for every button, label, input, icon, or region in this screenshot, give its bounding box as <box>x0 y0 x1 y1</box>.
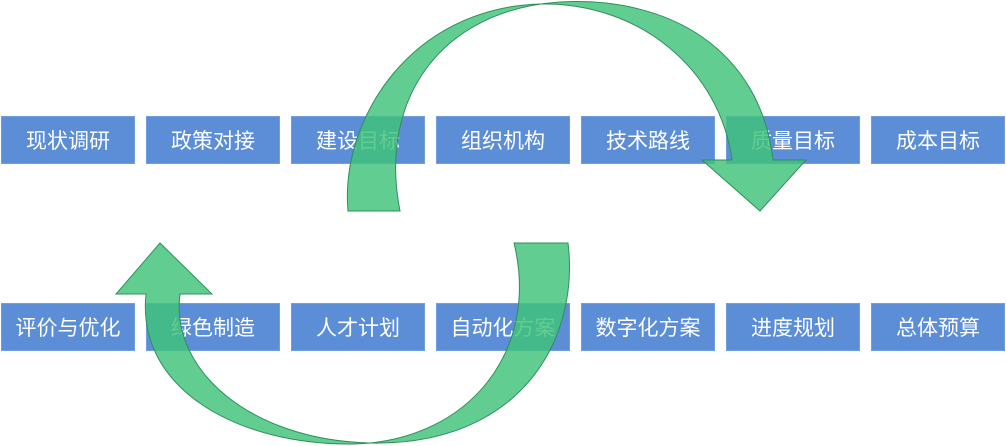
step-box: 质量目标 <box>726 116 860 164</box>
step-box: 建设目标 <box>291 116 425 164</box>
step-box: 自动化方案 <box>436 303 570 351</box>
bottom-row: 评价与优化 绿色制造 人才计划 自动化方案 数字化方案 进度规划 总体预算 <box>0 303 1006 351</box>
step-box: 现状调研 <box>1 116 135 164</box>
step-box: 评价与优化 <box>1 303 135 351</box>
step-box: 组织机构 <box>436 116 570 164</box>
step-box: 人才计划 <box>291 303 425 351</box>
step-box: 总体预算 <box>871 303 1005 351</box>
curved-arrow-top-icon <box>346 1 808 212</box>
step-box: 技术路线 <box>581 116 715 164</box>
step-box: 进度规划 <box>726 303 860 351</box>
step-box: 绿色制造 <box>146 303 280 351</box>
step-box: 数字化方案 <box>581 303 715 351</box>
step-box: 成本目标 <box>871 116 1005 164</box>
step-box: 政策对接 <box>146 116 280 164</box>
top-row: 现状调研 政策对接 建设目标 组织机构 技术路线 质量目标 成本目标 <box>0 116 1006 164</box>
